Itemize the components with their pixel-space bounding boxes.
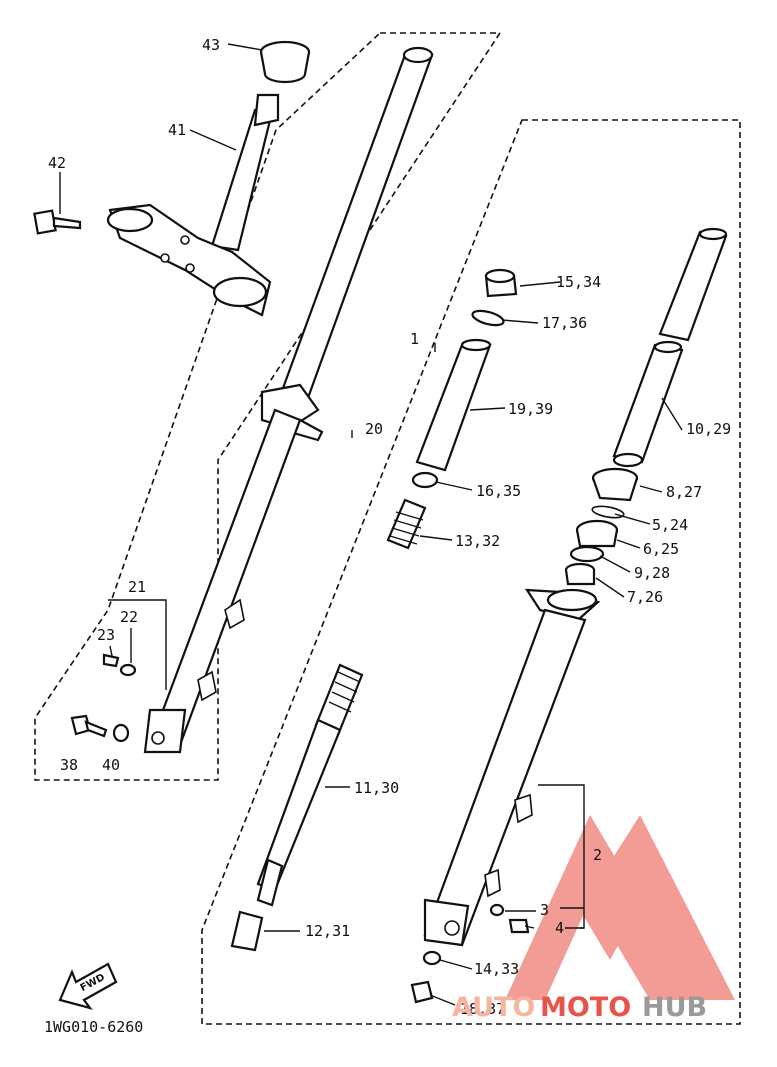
callout-2: 2: [593, 846, 602, 864]
watermark-auto: AUTO: [452, 992, 535, 1023]
callout-8: 8,27: [666, 483, 702, 501]
callout-5: 5,24: [652, 516, 688, 534]
gasket-14: [422, 950, 442, 966]
cap-bolt-15: [484, 268, 518, 298]
callout-9: 9,28: [634, 564, 670, 582]
callout-3: 3: [540, 901, 549, 919]
callout-20: 20: [365, 420, 383, 438]
callout-17: 17,36: [542, 314, 587, 332]
callout-22: 22: [120, 608, 138, 626]
callout-43: 43: [202, 36, 220, 54]
washer-16: [411, 471, 439, 489]
clip-5: [591, 505, 625, 519]
watermark-moto: MOTO: [540, 992, 631, 1023]
leader-lines: [59, 43, 683, 1006]
screw-4: [508, 918, 530, 934]
fwd-arrow-icon: [58, 962, 118, 1010]
steering-stem: [106, 93, 280, 317]
callout-42: 42: [48, 154, 66, 172]
bolt-38: [70, 714, 108, 738]
callout-labels: 43 41 42 20 1 15,34 17,36 19,39 16,35 13…: [48, 36, 731, 1018]
outer-tube-left: [143, 46, 434, 754]
callout-41: 41: [168, 121, 186, 139]
outer-tube-right: [423, 588, 601, 947]
washer-22: [119, 663, 137, 677]
watermark-hub: HUB: [642, 992, 707, 1023]
o-ring-17: [471, 309, 505, 327]
bolt-42: [33, 209, 82, 235]
callout-1: 1: [410, 330, 419, 348]
callout-21: 21: [128, 578, 146, 596]
spacer-19: [415, 338, 492, 472]
washer-40: [112, 723, 130, 743]
callout-7: 7,26: [627, 588, 663, 606]
screw-23: [102, 653, 120, 668]
callout-14: 14,33: [474, 960, 519, 978]
callout-38: 38: [60, 756, 78, 774]
diagram-code: 1WG010-6260: [44, 1018, 143, 1036]
washer-3: [489, 903, 505, 917]
callout-13: 13,32: [455, 532, 500, 550]
left-group-boundary: [34, 32, 502, 781]
slide-metal-7: [564, 562, 596, 586]
callout-19: 19,39: [508, 400, 553, 418]
callout-6: 6,25: [643, 540, 679, 558]
bolt-18: [410, 980, 434, 1004]
taper-spindle-12: [230, 910, 264, 952]
callout-23: 23: [97, 626, 115, 644]
dust-seal-8: [591, 467, 639, 502]
callout-40: 40: [102, 756, 120, 774]
callout-10: 10,29: [686, 420, 731, 438]
inner-tube-right: [612, 227, 728, 468]
center-group-boundary: [201, 119, 741, 1025]
automotohub-watermark: AUTO MOTO HUB: [452, 992, 707, 1023]
damper-rod-11: [256, 663, 364, 907]
spring-13: [386, 498, 427, 550]
callout-16: 16,35: [476, 482, 521, 500]
bearing-43: [259, 40, 311, 84]
washer-9: [569, 545, 605, 563]
callout-12: 12,31: [305, 922, 350, 940]
callout-11: 11,30: [354, 779, 399, 797]
callout-18: 18,37: [460, 1000, 505, 1018]
callout-4: 4: [555, 919, 564, 937]
oil-seal-6: [575, 519, 619, 548]
callout-15: 15,34: [556, 273, 601, 291]
automotohub-logo-icon: [505, 815, 735, 1000]
